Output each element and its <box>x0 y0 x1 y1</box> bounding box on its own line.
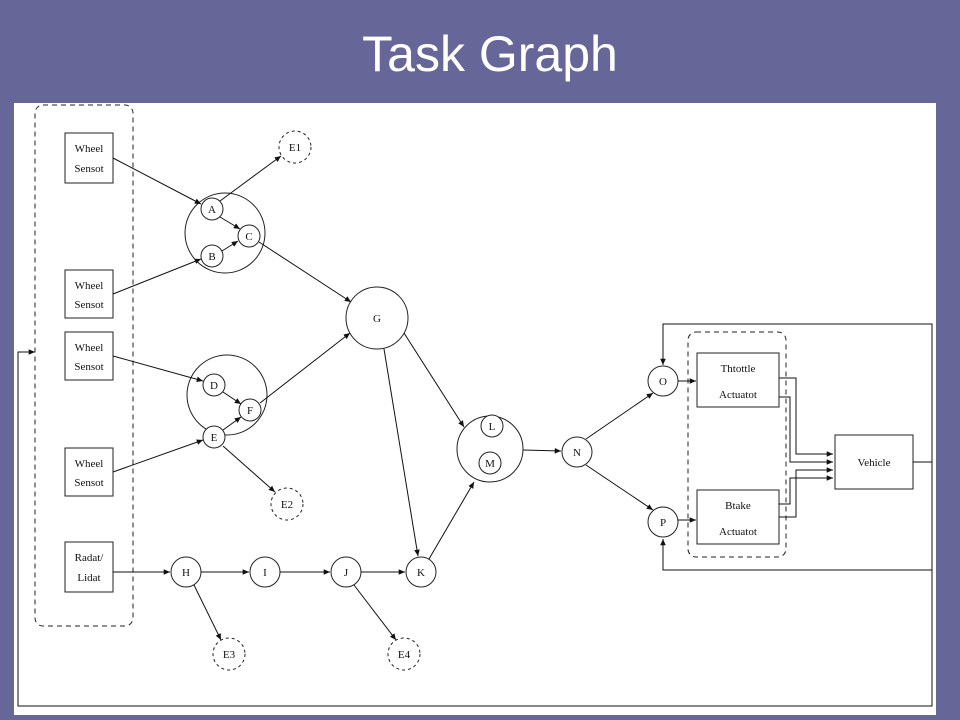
edge-h-e3 <box>193 584 222 641</box>
wheel-sensor-3-line2: Sensot <box>74 361 103 373</box>
node-o: O <box>647 365 679 397</box>
node-a-label: A <box>208 204 216 216</box>
node-i: I <box>249 556 281 588</box>
slide-title: Task Graph <box>362 26 618 82</box>
node-g-label: G <box>373 313 381 325</box>
edge-g-lm <box>403 332 465 428</box>
node-n: N <box>561 436 593 468</box>
node-p: P <box>647 506 679 538</box>
feedback-vehicle-sensors <box>17 349 933 707</box>
edge-d-f <box>222 391 242 405</box>
throttle-actuator-line1: Thtottle <box>721 363 756 375</box>
node-p-label: P <box>660 517 666 529</box>
edge-c-g <box>258 241 352 303</box>
radar-sensor-line1: Radat/ <box>75 552 105 564</box>
error-node-e2: E2 <box>270 487 304 521</box>
node-h: H <box>170 556 202 588</box>
edge-throttle-vehicle-2 <box>779 396 833 465</box>
node-d: D <box>202 373 226 397</box>
node-d-label: D <box>210 380 218 392</box>
error-node-e1: E1 <box>278 130 312 164</box>
edge-e-f <box>222 416 242 431</box>
node-h-label: H <box>182 567 190 579</box>
wheel-sensor-4: Wheel Sensot <box>64 447 114 497</box>
edge-e-e2 <box>222 445 276 493</box>
node-c-label: C <box>245 231 252 243</box>
error-node-e1-label: E1 <box>289 142 301 154</box>
radar-sensor-line2: Lidat <box>77 572 100 584</box>
node-c: C <box>237 224 261 248</box>
error-node-e2-label: E2 <box>281 499 293 511</box>
node-m: M <box>478 451 502 475</box>
edge-sensor3-d <box>112 355 204 383</box>
node-g: G <box>345 286 409 350</box>
node-e: E <box>202 425 226 449</box>
sensor-group-box <box>34 104 134 627</box>
actuator-group-box <box>687 331 787 558</box>
node-e-label: E <box>211 432 218 444</box>
node-l-label: L <box>489 421 496 433</box>
node-k: K <box>405 556 437 588</box>
brake-actuator-line1: Btake <box>725 500 751 512</box>
edge-b-c <box>221 240 239 252</box>
wheel-sensor-1: Wheel Sensot <box>64 132 114 184</box>
edge-sensor1-a <box>112 157 202 205</box>
edge-n-p <box>585 464 654 511</box>
edge-k-lm <box>428 481 475 560</box>
node-a: A <box>200 197 224 221</box>
brake-actuator-line2: Actuatot <box>719 526 757 538</box>
wheel-sensor-2: Wheel Sensot <box>64 269 114 319</box>
wheel-sensor-1-line1: Wheel <box>75 143 104 155</box>
edge-throttle-vehicle-1 <box>779 377 833 457</box>
error-node-e4-label: E4 <box>398 649 411 661</box>
edge-g-k <box>383 348 420 557</box>
node-o-label: O <box>659 376 667 388</box>
node-i-label: I <box>263 567 267 579</box>
wheel-sensor-4-line2: Sensot <box>74 477 103 489</box>
group-abc-circle <box>184 192 266 274</box>
edge-f-g <box>259 332 351 404</box>
error-node-e4: E4 <box>387 637 421 671</box>
node-f-label: F <box>247 405 253 417</box>
edge-brake-vehicle-2 <box>779 475 833 505</box>
node-n-label: N <box>573 447 581 459</box>
wheel-sensor-4-line1: Wheel <box>75 458 104 470</box>
edge-j-e4 <box>353 584 397 641</box>
diagram-panel <box>14 103 936 715</box>
vehicle-label: Vehicle <box>858 457 891 469</box>
node-j: J <box>330 556 362 588</box>
group-def-circle <box>186 354 268 436</box>
edges <box>17 155 933 707</box>
node-f: F <box>238 398 262 422</box>
feedback-vehicle-o <box>660 323 933 463</box>
feedback-vehicle-p <box>660 462 933 571</box>
edge-lm-n <box>522 448 562 454</box>
edge-brake-vehicle-1 <box>779 467 833 518</box>
node-j-label: J <box>344 567 349 579</box>
node-k-label: K <box>417 567 425 579</box>
node-b: B <box>200 244 224 268</box>
node-b-label: B <box>208 251 215 263</box>
error-node-e3-label: E3 <box>223 649 236 661</box>
error-node-e3: E3 <box>212 637 246 671</box>
node-m-label: M <box>485 458 495 470</box>
node-l: L <box>480 414 504 438</box>
edge-a-c <box>219 216 241 230</box>
wheel-sensor-3-line1: Wheel <box>75 342 104 354</box>
wheel-sensor-1-line2: Sensot <box>74 163 103 175</box>
brake-actuator: Btake Actuatot <box>696 489 780 545</box>
wheel-sensor-3: Wheel Sensot <box>64 331 114 381</box>
throttle-actuator-line2: Actuatot <box>719 389 757 401</box>
edge-sensor2-b <box>112 258 202 295</box>
radar-lidar-sensor: Radat/ Lidat <box>64 541 114 593</box>
throttle-actuator: Thtottle Actuatot <box>696 352 780 408</box>
vehicle-box: Vehicle <box>834 434 914 490</box>
wheel-sensor-2-line2: Sensot <box>74 299 103 311</box>
edge-a-e1 <box>219 155 282 202</box>
edge-n-o <box>585 392 654 440</box>
edge-sensor4-e <box>112 439 204 473</box>
wheel-sensor-2-line1: Wheel <box>75 280 104 292</box>
